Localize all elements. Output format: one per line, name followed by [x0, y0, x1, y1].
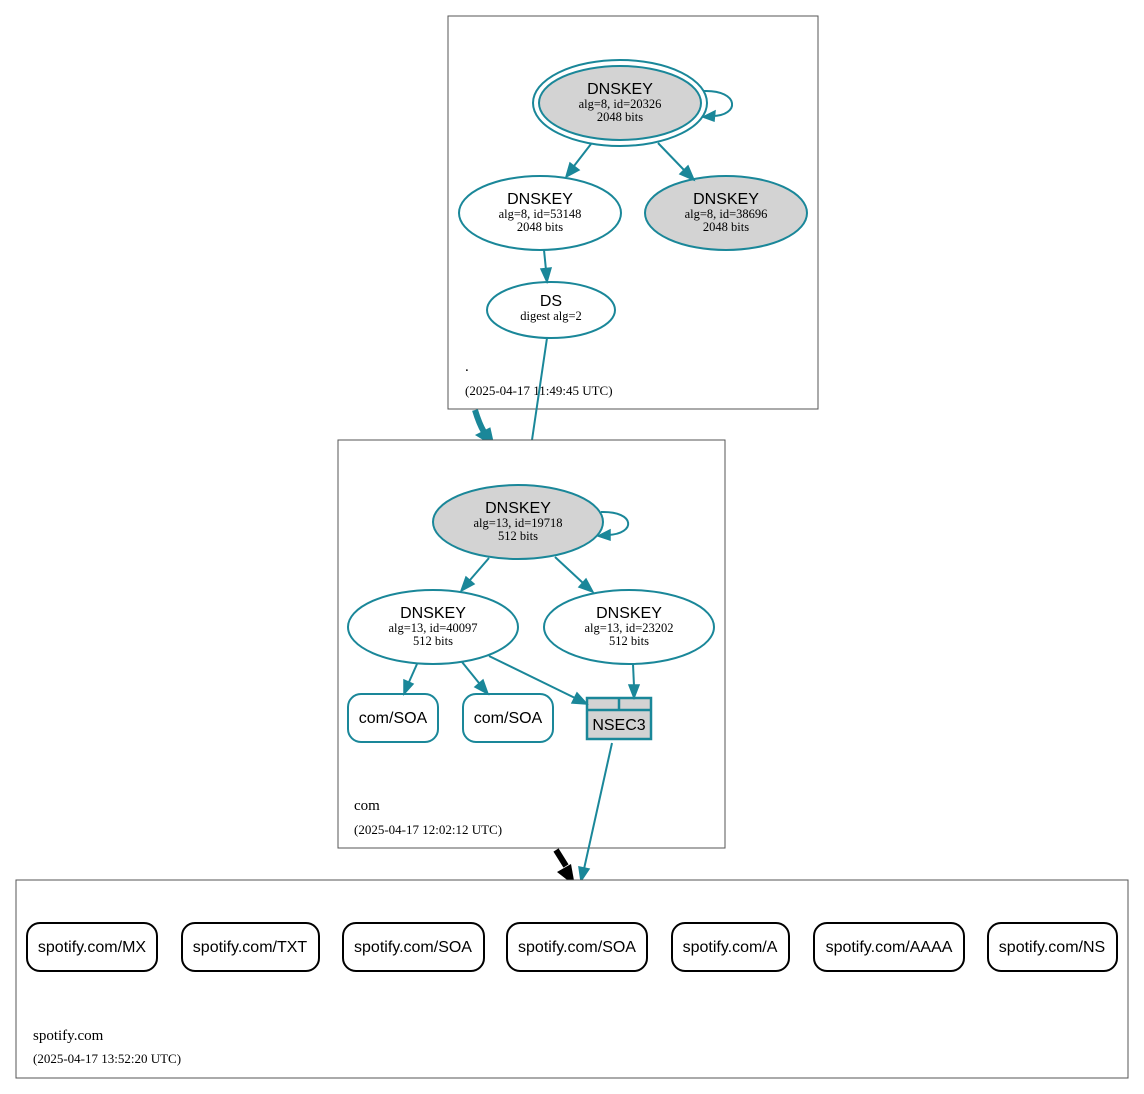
com-ksk-bits: 512 bits	[498, 529, 538, 543]
edge-com-zsk2-to-nsec3	[632, 663, 635, 687]
spotify-record-txt-label: spotify.com/TXT	[193, 939, 308, 956]
root-zsk2-bits: 2048 bits	[703, 220, 749, 234]
root-ksk-title: DNSKEY	[587, 81, 653, 98]
zone-root: DNSKEY alg=8, id=20326 2048 bits DNSKEY …	[447, 15, 819, 410]
com-soa-2-label: com/SOA	[474, 710, 543, 727]
arrowhead-com-zsk1-to-soa2	[473, 678, 490, 696]
arrowhead-root-ksk-to-zsk1	[564, 161, 581, 179]
edge-com-ksk-to-zsk1	[469, 557, 490, 581]
arrowhead-com-zsk2-to-nsec3	[627, 684, 641, 701]
arrowhead-nsec3-to-spotify-zone	[578, 866, 591, 884]
zone-com: DNSKEY alg=13, id=19718 512 bits DNSKEY …	[337, 439, 726, 849]
spotify-record-aaaa: spotify.com/AAAA	[813, 922, 965, 972]
spotify-record-aaaa-label: spotify.com/AAAA	[826, 939, 953, 956]
root-zsk1-bits: 2048 bits	[517, 220, 563, 234]
edge-com-ksk-to-zsk2	[554, 556, 584, 584]
root-zsk2-title: DNSKEY	[693, 191, 759, 208]
edge-com-zsk1-to-soa2	[461, 661, 480, 684]
spotify-record-a: spotify.com/A	[671, 922, 790, 972]
com-zsk-23202-node: DNSKEY alg=13, id=23202 512 bits	[543, 589, 715, 665]
arrowhead-com-ksk-to-zsk1	[459, 575, 476, 593]
root-ksk-bits: 2048 bits	[597, 110, 643, 124]
root-zsk-53148-node: DNSKEY alg=8, id=53148 2048 bits	[458, 175, 622, 251]
arrowhead-root-ksk-to-zsk2	[678, 164, 696, 182]
root-zsk2-detail: alg=8, id=38696	[685, 207, 768, 221]
delegation-arrow-com-to-spotify	[553, 848, 569, 868]
spotify-record-ns-label: spotify.com/NS	[999, 939, 1105, 956]
com-ksk-self-arrowhead	[596, 528, 611, 542]
com-soa-node-2: com/SOA	[462, 693, 554, 743]
arrowhead-com-zsk1-to-soa1	[403, 678, 415, 696]
spotify-record-soa-1-label: spotify.com/SOA	[354, 939, 472, 956]
zone-spotify-box	[15, 879, 1129, 1079]
root-ds-detail: digest alg=2	[520, 309, 582, 323]
edge-root-ksk-to-zsk2	[657, 142, 685, 171]
spotify-record-soa-2-label: spotify.com/SOA	[518, 939, 636, 956]
root-ksk-self-arrowhead	[701, 109, 716, 123]
edge-com-zsk1-to-nsec3	[488, 655, 576, 699]
com-zsk2-detail: alg=13, id=23202	[584, 621, 673, 635]
root-ds-node: DS digest alg=2	[486, 281, 616, 339]
com-ksk-node: DNSKEY alg=13, id=19718 512 bits	[432, 484, 604, 560]
root-ksk-detail: alg=8, id=20326	[579, 97, 662, 111]
com-soa-1-label: com/SOA	[359, 710, 428, 727]
spotify-zone-name: spotify.com	[33, 1028, 104, 1044]
com-soa-node-1: com/SOA	[347, 693, 439, 743]
com-zsk-40097-node: DNSKEY alg=13, id=40097 512 bits	[347, 589, 519, 665]
root-zsk-38696-node: DNSKEY alg=8, id=38696 2048 bits	[644, 175, 808, 251]
root-ksk-self-edge	[703, 89, 733, 117]
com-nsec3-label: NSEC3	[592, 717, 645, 734]
arrowhead-root-zsk1-to-ds	[539, 267, 553, 285]
delegation-arrow-root-to-com	[472, 409, 487, 434]
spotify-record-a-label: spotify.com/A	[683, 939, 778, 956]
spotify-record-mx: spotify.com/MX	[26, 922, 158, 972]
zone-spotify: spotify.com/MX spotify.com/TXT spotify.c…	[15, 879, 1129, 1079]
com-ksk-self-edge	[600, 510, 630, 536]
root-ksk-node: DNSKEY alg=8, id=20326 2048 bits	[532, 59, 708, 147]
arrowhead-com-ksk-to-zsk2	[577, 577, 595, 594]
spotify-record-soa-1: spotify.com/SOA	[342, 922, 485, 972]
root-zone-name: .	[465, 359, 469, 375]
spotify-zone-timestamp: (2025-04-17 13:52:20 UTC)	[33, 1051, 181, 1066]
edge-com-zsk1-to-soa1	[408, 663, 418, 683]
com-zsk2-bits: 512 bits	[609, 634, 649, 648]
root-zsk1-title: DNSKEY	[507, 191, 573, 208]
com-ksk-title: DNSKEY	[485, 500, 551, 517]
spotify-record-soa-2: spotify.com/SOA	[506, 922, 648, 972]
com-zone-timestamp: (2025-04-17 12:02:12 UTC)	[354, 822, 502, 837]
com-ksk-detail: alg=13, id=19718	[473, 516, 562, 530]
com-nsec3-node: NSEC3	[585, 696, 653, 741]
edge-root-zsk1-to-ds	[543, 249, 547, 271]
com-zsk1-title: DNSKEY	[400, 605, 466, 622]
com-zsk1-detail: alg=13, id=40097	[388, 621, 477, 635]
edge-nsec3-to-spotify-zone	[583, 742, 613, 870]
spotify-record-txt: spotify.com/TXT	[181, 922, 320, 972]
edge-root-ksk-to-zsk1	[573, 143, 592, 167]
com-zsk1-bits: 512 bits	[413, 634, 453, 648]
spotify-record-mx-label: spotify.com/MX	[38, 939, 147, 956]
root-ds-title: DS	[540, 293, 562, 310]
arrowhead-com-zsk1-to-nsec3	[570, 691, 589, 705]
root-zsk1-detail: alg=8, id=53148	[499, 207, 582, 221]
com-zone-name: com	[354, 798, 380, 814]
spotify-record-ns: spotify.com/NS	[987, 922, 1118, 972]
com-zsk2-title: DNSKEY	[596, 605, 662, 622]
